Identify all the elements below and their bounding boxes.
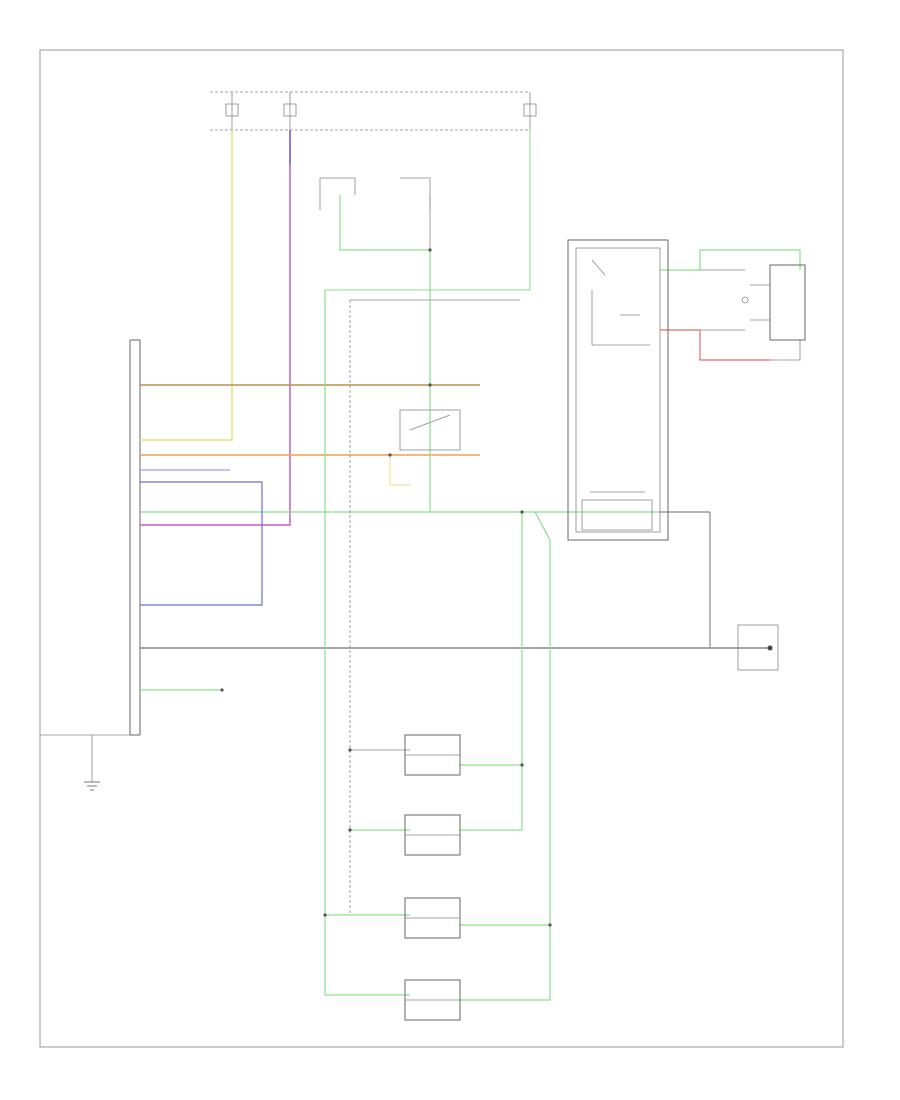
junction-dots xyxy=(220,248,552,927)
ground-icon xyxy=(84,781,100,791)
wire-green-right xyxy=(460,512,523,831)
wire-purple xyxy=(140,130,291,526)
relay-switch xyxy=(399,409,461,451)
sensor-boxes xyxy=(404,734,461,1021)
control-module xyxy=(40,339,141,791)
right-control-unit xyxy=(567,239,669,541)
top-switch xyxy=(319,177,431,210)
wire-yellow xyxy=(140,130,233,441)
wire-green-left xyxy=(324,290,410,996)
wire-blue xyxy=(140,481,263,606)
wires xyxy=(140,130,801,1001)
motor-assembly xyxy=(700,264,806,341)
diagram-frame xyxy=(39,49,844,1048)
lamp-connector xyxy=(737,624,779,671)
fuse-bus xyxy=(210,91,537,131)
